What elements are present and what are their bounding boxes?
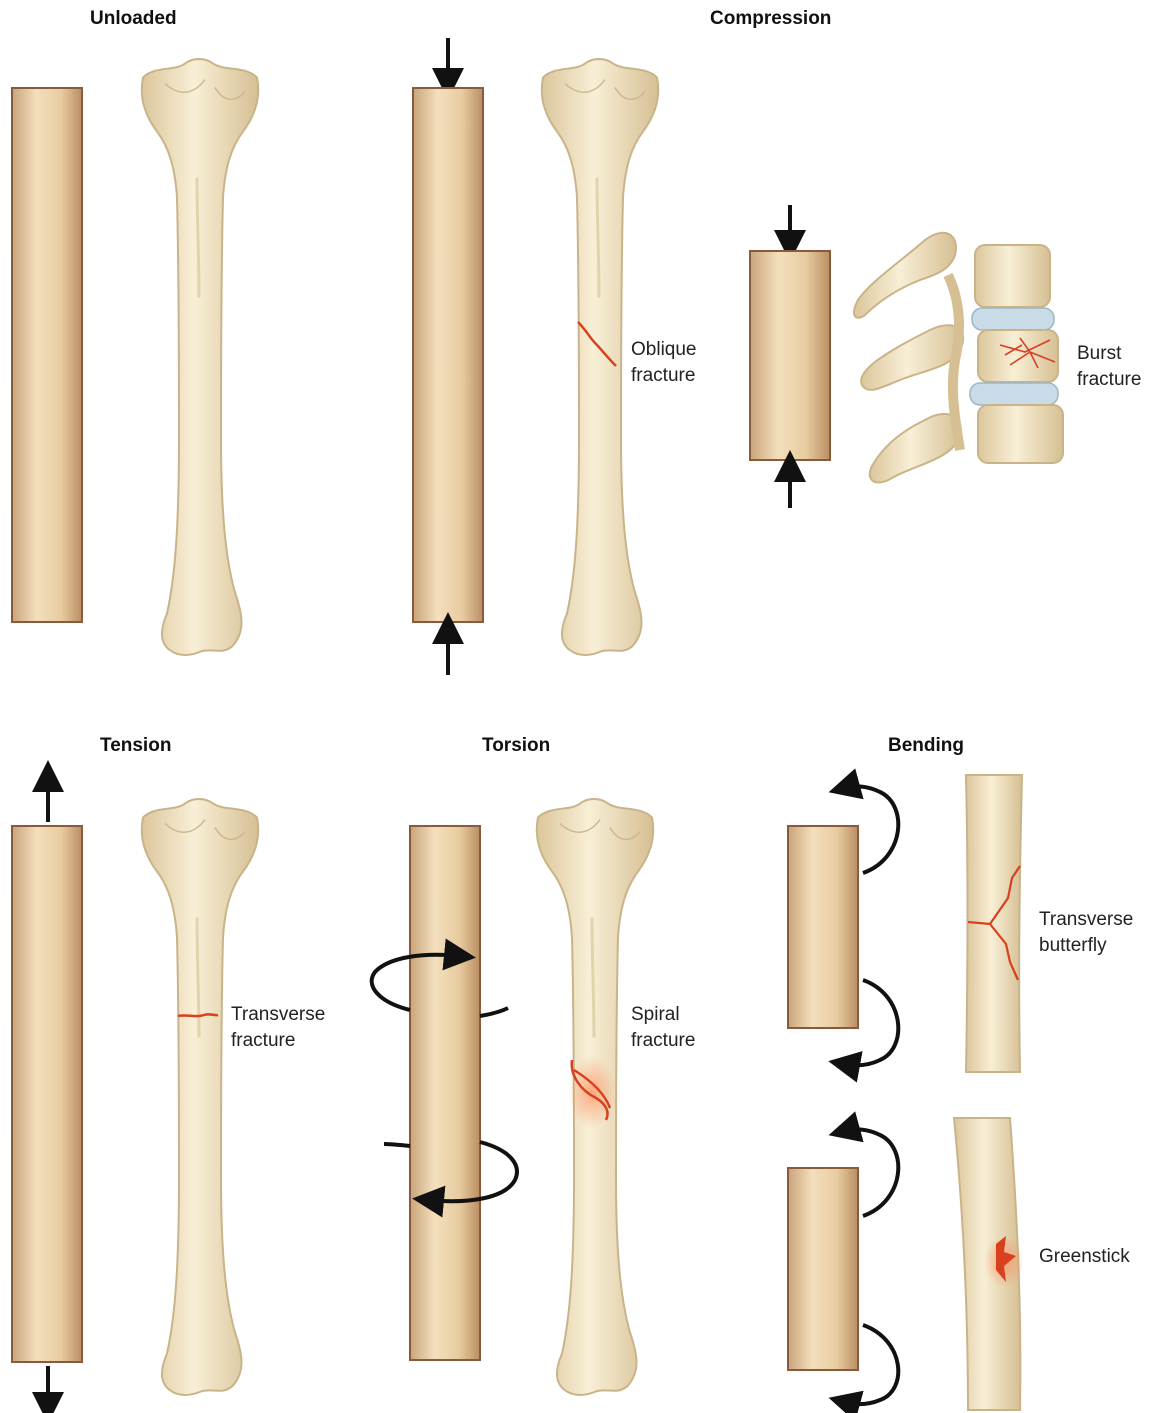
heading-torsion: Torsion bbox=[482, 735, 550, 757]
label-transverse-line1: Transverse bbox=[231, 1002, 325, 1028]
spine-compression-cylinder bbox=[750, 251, 830, 460]
torsion-arrow-bottom-tail bbox=[384, 1144, 410, 1146]
torsion-cylinder bbox=[410, 826, 480, 1360]
label-butterfly-line2: butterfly bbox=[1039, 933, 1133, 959]
unloaded-cylinder bbox=[12, 88, 82, 622]
label-burst-line1: Burst bbox=[1077, 341, 1141, 367]
label-butterfly-line1: Transverse bbox=[1039, 907, 1133, 933]
heading-bending: Bending bbox=[888, 735, 964, 757]
compression-cylinder bbox=[413, 88, 483, 622]
spiral-fracture-glow bbox=[568, 1056, 616, 1128]
vertebral-column bbox=[854, 233, 1063, 483]
bending-cylinder-lower bbox=[788, 1168, 858, 1370]
label-burst-line2: fracture bbox=[1077, 367, 1141, 393]
label-oblique-line1: Oblique bbox=[631, 337, 697, 363]
tension-tibia bbox=[142, 799, 258, 1395]
tension-cylinder bbox=[12, 826, 82, 1362]
label-spiral-fracture: Spiral fracture bbox=[631, 1002, 695, 1054]
torsion-arrow-top-tail bbox=[480, 1008, 508, 1016]
label-oblique-line2: fracture bbox=[631, 363, 697, 389]
label-transverse-butterfly: Transverse butterfly bbox=[1039, 907, 1133, 959]
label-burst-fracture: Burst fracture bbox=[1077, 341, 1141, 393]
label-oblique-fracture: Oblique fracture bbox=[631, 337, 697, 389]
bending-cylinder-upper bbox=[788, 826, 858, 1028]
label-greenstick-line1: Greenstick bbox=[1039, 1244, 1130, 1270]
label-greenstick: Greenstick bbox=[1039, 1244, 1130, 1270]
label-transverse-fracture: Transverse fracture bbox=[231, 1002, 325, 1054]
heading-compression: Compression bbox=[710, 8, 831, 30]
label-spiral-line1: Spiral bbox=[631, 1002, 695, 1028]
label-transverse-line2: fracture bbox=[231, 1028, 325, 1054]
label-spiral-line2: fracture bbox=[631, 1028, 695, 1054]
heading-unloaded: Unloaded bbox=[90, 8, 177, 30]
heading-tension: Tension bbox=[100, 735, 171, 757]
unloaded-tibia bbox=[142, 59, 258, 655]
